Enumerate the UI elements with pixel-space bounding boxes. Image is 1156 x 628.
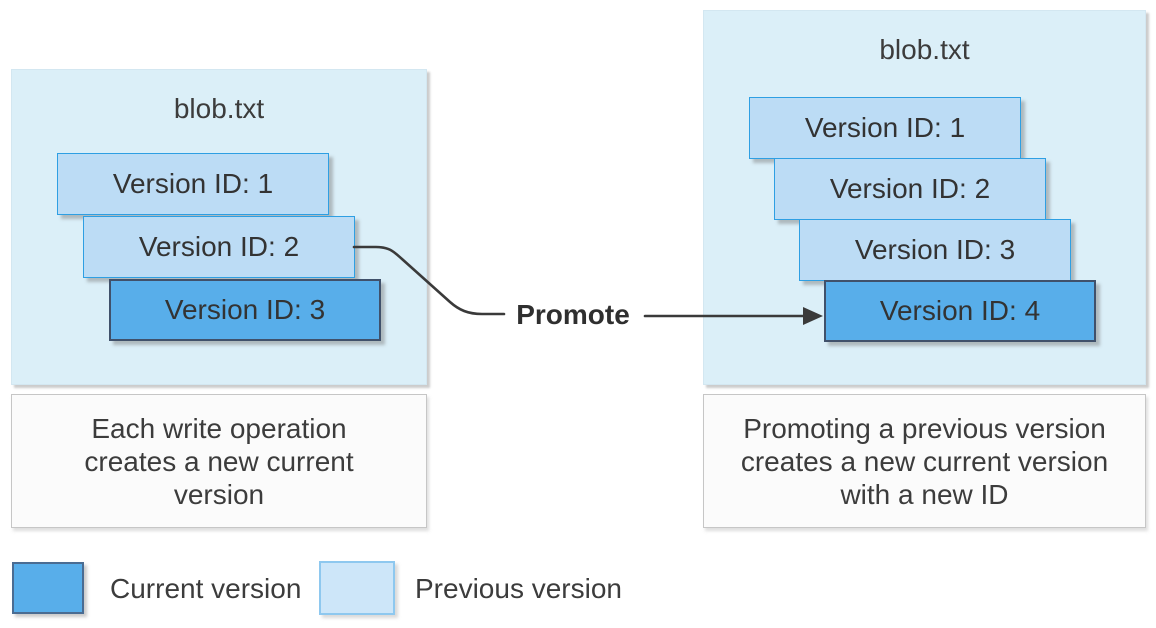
right-caption-box: Promoting a previous version creates a n…: [703, 394, 1146, 528]
left-caption-text: Each write operation creates a new curre…: [84, 412, 354, 510]
right-version-card-2-label: Version ID: 2: [829, 173, 991, 204]
right-version-card-1: Version ID: 1: [749, 97, 1021, 159]
left-version-card-3-label: Version ID: 3: [164, 294, 326, 325]
right-version-card-4-label: Version ID: 4: [879, 295, 1041, 326]
right-blob-panel: blob.txt Version ID: 1 Version ID: 2 Ver…: [703, 10, 1146, 385]
right-caption-text: Promoting a previous version creates a n…: [740, 412, 1109, 510]
right-version-card-1-label: Version ID: 1: [804, 112, 966, 143]
left-file-title: blob.txt: [173, 93, 265, 124]
promote-label: Promote: [516, 299, 630, 330]
right-version-card-3: Version ID: 3: [799, 219, 1071, 281]
legend-current-version-swatch: [12, 562, 84, 614]
right-file-title: blob.txt: [879, 34, 970, 65]
legend-previous-version-label: Previous version: [415, 573, 622, 604]
right-version-card-2: Version ID: 2: [774, 158, 1046, 220]
legend-current-version-label: Current version: [110, 573, 302, 604]
right-version-card-3-label: Version ID: 3: [854, 234, 1016, 265]
left-version-card-1: Version ID: 1: [57, 153, 329, 215]
left-blob-panel: blob.txt Version ID: 1 Version ID: 2 Ver…: [11, 69, 427, 385]
legend-previous-version-swatch: [319, 561, 395, 615]
left-version-card-2-label: Version ID: 2: [138, 231, 300, 262]
left-version-card-2: Version ID: 2: [83, 216, 355, 278]
right-version-card-4-current: Version ID: 4: [824, 280, 1096, 342]
left-version-card-1-label: Version ID: 1: [112, 168, 274, 199]
left-version-card-3-current: Version ID: 3: [109, 279, 381, 341]
left-caption-box: Each write operation creates a new curre…: [11, 394, 427, 528]
